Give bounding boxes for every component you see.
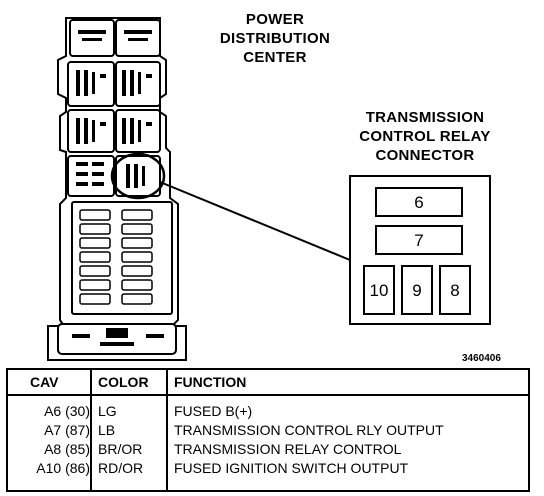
pin-label-10: 10	[370, 281, 389, 300]
connector-pin-10	[363, 265, 395, 315]
header-function: FUNCTION	[174, 374, 247, 390]
mini-fuses	[79, 209, 153, 305]
title-line: TRANSMISSION	[365, 109, 485, 126]
table-row: A6 (30) LG FUSED B(+)	[8, 402, 528, 421]
pin-label-7: 7	[414, 231, 423, 250]
connector-pin-6	[375, 187, 463, 217]
connector-pin-8	[439, 265, 471, 315]
pinout-table: CAV COLOR FUNCTION A6 (30) LG FUSED B(+)…	[6, 368, 530, 492]
table-row: A10 (86) RD/OR FUSED IGNITION SWITCH OUT…	[8, 459, 528, 478]
color-cell: BR/OR	[98, 441, 143, 457]
cav-cell: A6 (30)	[44, 403, 90, 419]
cav-cell: A8 (85)	[44, 441, 90, 457]
relay-connector-title: TRANSMISSION CONTROL RELAY CONNECTOR	[330, 108, 520, 165]
title-line: DISTRIBUTION	[219, 30, 331, 47]
color-cell: LB	[98, 422, 116, 438]
pin-label-9: 9	[412, 281, 421, 300]
relay-connector-drawing	[349, 175, 491, 325]
figure-code: 3460406	[462, 353, 501, 364]
function-cell: FUSED IGNITION SWITCH OUTPUT	[174, 460, 409, 476]
bottom-connector-detail	[72, 328, 164, 346]
table-row: A7 (87) LB TRANSMISSION CONTROL RLY OUTP…	[8, 421, 528, 440]
pin-label-8: 8	[450, 281, 459, 300]
table-row: A8 (85) BR/OR TRANSMISSION RELAY CONTROL	[8, 440, 528, 459]
relay-markings	[76, 30, 152, 188]
power-distribution-center-drawing	[47, 17, 187, 361]
header-divider	[8, 394, 528, 396]
title-line: CONTROL RELAY	[359, 128, 491, 145]
function-cell: TRANSMISSION CONTROL RLY OUTPUT	[174, 422, 444, 438]
column-divider	[90, 370, 92, 490]
diagram-canvas: 6 7 10 9 8	[47, 17, 491, 361]
column-divider	[166, 370, 168, 490]
pin-label-6: 6	[414, 193, 423, 212]
header-color: COLOR	[98, 374, 149, 390]
header-cav: CAV	[30, 374, 59, 390]
connector-pin-7	[375, 225, 463, 255]
title-line: CONNECTOR	[375, 147, 475, 164]
connector-pin-labels: 6 7 10 9 8	[370, 193, 460, 300]
function-cell: FUSED B(+)	[174, 403, 253, 419]
cav-cell: A7 (87)	[44, 422, 90, 438]
color-cell: RD/OR	[98, 460, 144, 476]
title-line: POWER	[245, 11, 305, 28]
cav-cell: A10 (86)	[36, 460, 90, 476]
leader-line	[159, 181, 351, 261]
connector-pin-9	[401, 265, 433, 315]
color-cell: LG	[98, 403, 117, 419]
title-line: CENTER	[243, 49, 307, 66]
function-cell: TRANSMISSION RELAY CONTROL	[174, 441, 402, 457]
power-distribution-center-title: POWER DISTRIBUTION CENTER	[200, 10, 350, 67]
